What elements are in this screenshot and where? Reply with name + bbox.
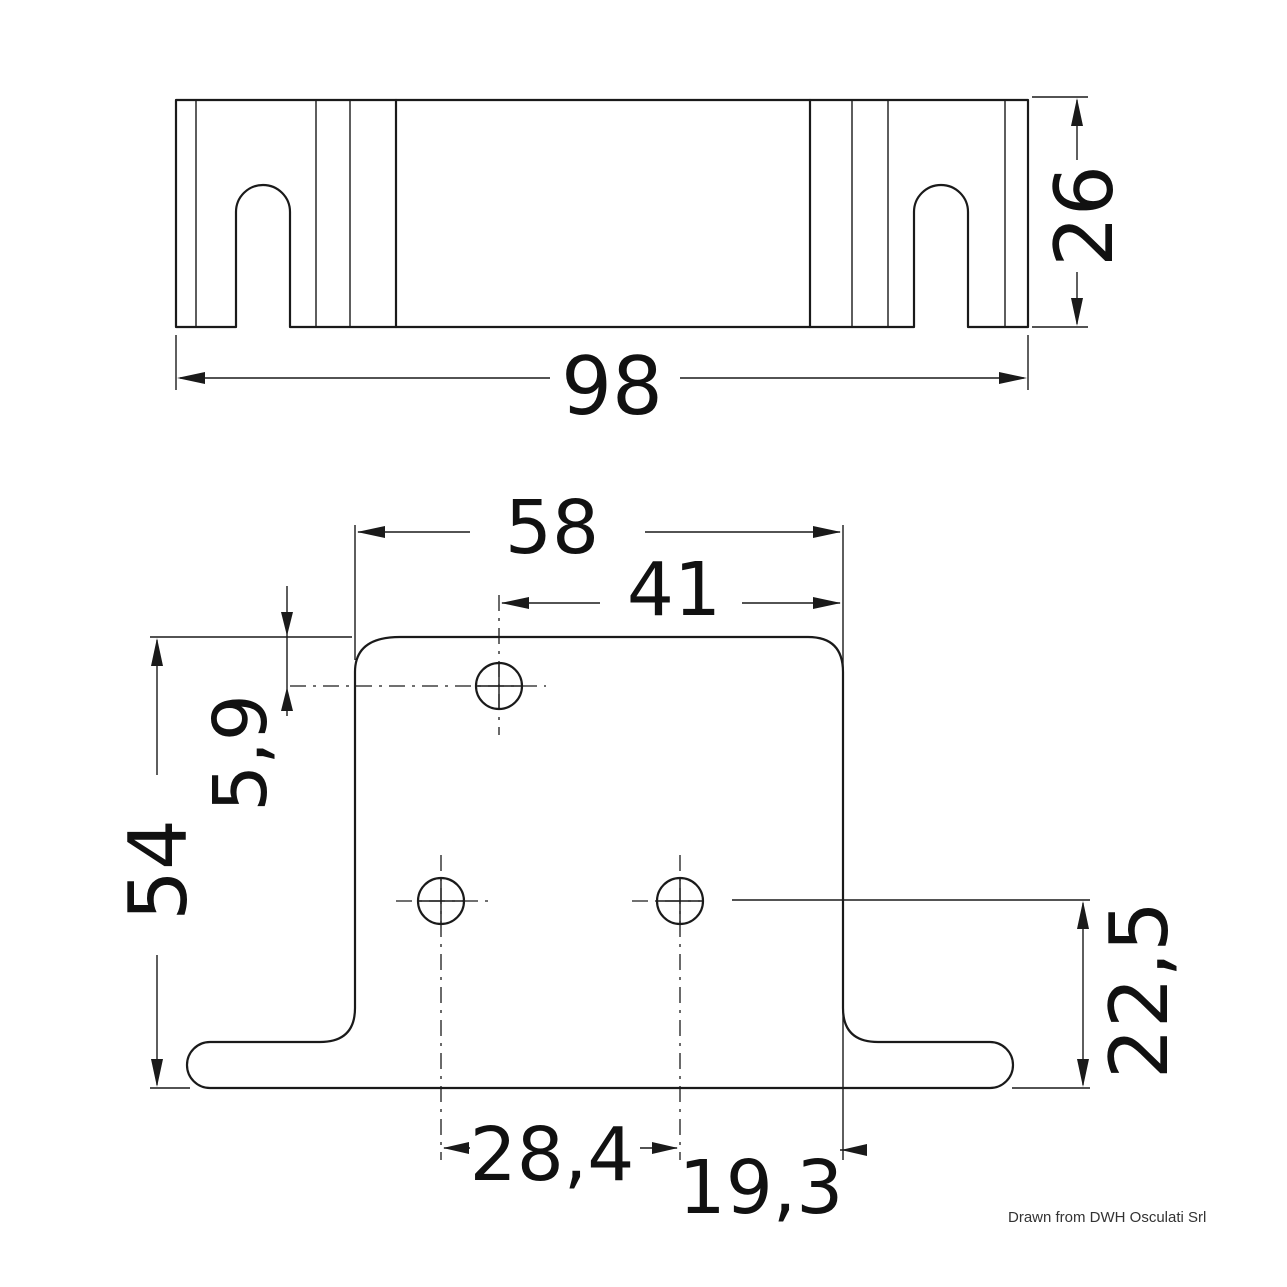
dimension-54-label: 54 [112, 819, 205, 921]
dimension-98-label: 98 [561, 340, 663, 433]
arrowhead [151, 1059, 163, 1087]
dimension-41-label: 41 [627, 547, 721, 633]
dimension-22-5-label: 22,5 [1093, 901, 1186, 1079]
arrowhead [652, 1142, 678, 1154]
arrowhead [443, 1142, 469, 1154]
arrowhead [1071, 298, 1083, 326]
arrowhead [813, 526, 841, 538]
arrowhead [501, 597, 529, 609]
top-view: 98 26 [174, 96, 1131, 433]
bracket-outline [185, 635, 1015, 1090]
dimension-58-label: 58 [505, 485, 599, 571]
arrowhead [1077, 1059, 1089, 1087]
dimension-5-9-label: 5,9 [198, 694, 284, 812]
dimension-28-4-label: 28,4 [470, 1112, 635, 1198]
dimension-26-label: 26 [1038, 165, 1131, 267]
arrowhead [813, 597, 841, 609]
dimension-19-3-label: 19,3 [679, 1145, 844, 1231]
top-view-outline [174, 98, 1030, 329]
arrowhead [1071, 98, 1083, 126]
arrowhead [177, 372, 205, 384]
arrowhead [999, 372, 1027, 384]
credit-text: Drawn from DWH Osculati Srl [1008, 1209, 1206, 1226]
arrowhead [841, 1144, 867, 1156]
arrowhead [281, 687, 293, 711]
arrowhead [151, 638, 163, 666]
arrowhead [281, 612, 293, 636]
arrowhead [357, 526, 385, 538]
arrowhead [1077, 901, 1089, 929]
front-view: 58 41 5,9 54 22,5 28,4 19 [112, 485, 1186, 1231]
